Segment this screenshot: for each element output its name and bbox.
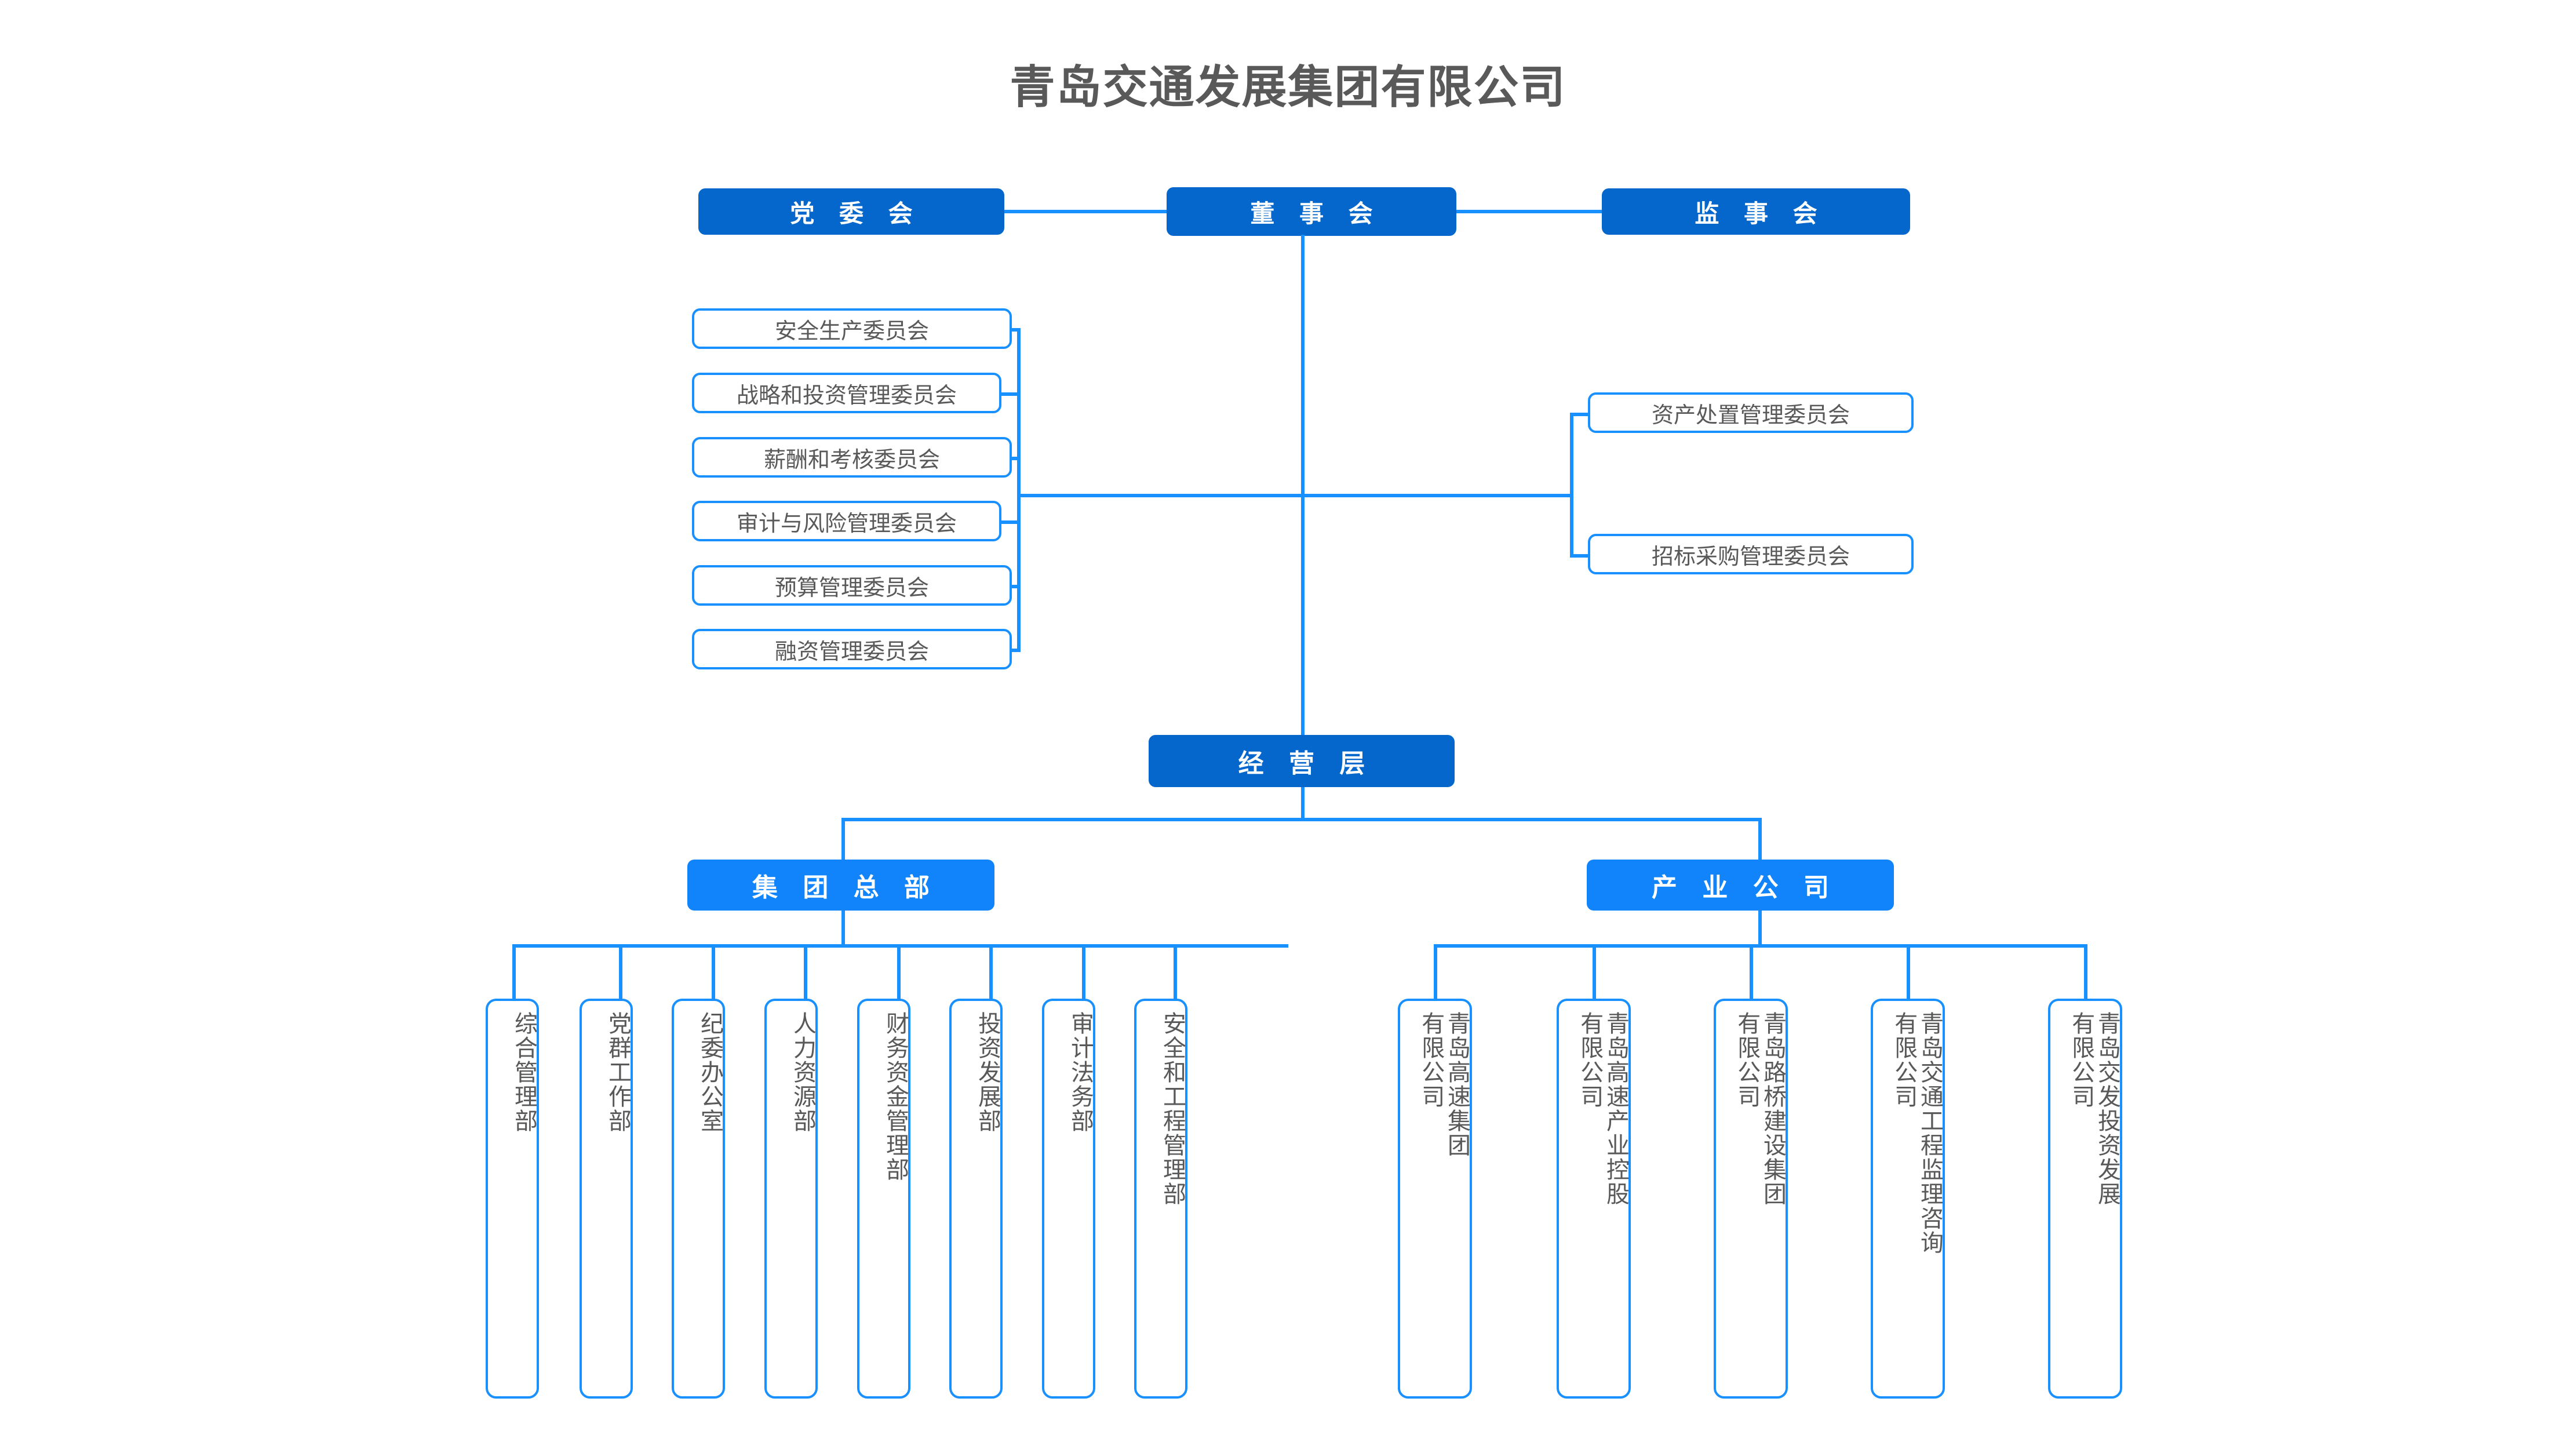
- company-label-3-main: 青岛路桥建设集团: [1759, 1011, 1786, 1206]
- connector-party-to-board: [1004, 210, 1167, 213]
- committee-box-3[interactable]: 薪酬和考核委员会: [692, 437, 1012, 478]
- node-group-headquarters-label: 集 团 总 部: [752, 873, 938, 902]
- department-box-5[interactable]: 财务资金管理部: [857, 999, 910, 1399]
- committee-box-2[interactable]: 战略和投资管理委员会: [692, 373, 1001, 413]
- department-drop-8: [1174, 944, 1177, 1002]
- department-label-5: 财务资金管理部: [882, 1011, 909, 1182]
- department-box-6[interactable]: 投资发展部: [949, 999, 1003, 1399]
- committee-box-5[interactable]: 预算管理委员会: [692, 565, 1012, 606]
- company-box-2[interactable]: 青岛高速产业控股 有限公司: [1557, 999, 1631, 1399]
- department-drop-6: [989, 944, 993, 1002]
- committee-label-1: 安全生产委员会: [774, 318, 929, 344]
- department-label-2: 党群工作部: [604, 1011, 631, 1133]
- drop-to-industry: [1758, 818, 1762, 863]
- company-label-1-suffix: 有限公司: [1418, 1011, 1445, 1109]
- company-box-5[interactable]: 青岛交发投资发展 有限公司: [2048, 999, 2122, 1399]
- company-box-3[interactable]: 青岛路桥建设集团 有限公司: [1714, 999, 1788, 1399]
- company-label-5-suffix: 有限公司: [2068, 1011, 2095, 1109]
- department-label-6: 投资发展部: [974, 1011, 1001, 1133]
- department-drop-4: [804, 944, 807, 1002]
- department-drop-5: [897, 944, 901, 1002]
- node-board-of-directors[interactable]: 董 事 会: [1167, 187, 1456, 236]
- node-management-layer-label: 经 营 层: [1238, 749, 1373, 778]
- node-industry-companies[interactable]: 产 业 公 司: [1587, 860, 1894, 911]
- committee-label-6: 融资管理委员会: [774, 638, 929, 664]
- left-committee-stub-5: [1012, 585, 1021, 588]
- left-committee-stub-1: [1012, 328, 1021, 332]
- committee-label-3: 薪酬和考核委员会: [763, 446, 940, 472]
- department-label-4: 人力资源部: [789, 1011, 816, 1133]
- node-group-headquarters[interactable]: 集 团 总 部: [687, 860, 994, 911]
- right-committee-stub-1: [1570, 413, 1591, 416]
- node-supervisory-board[interactable]: 监 事 会: [1602, 188, 1910, 235]
- company-label-4-suffix: 有限公司: [1890, 1011, 1918, 1109]
- committee-box-4[interactable]: 审计与风险管理委员会: [692, 501, 1001, 541]
- node-management-layer[interactable]: 经 营 层: [1149, 735, 1455, 787]
- headquarters-stem: [841, 911, 845, 946]
- right-committee-stub-2: [1570, 554, 1591, 558]
- department-box-7[interactable]: 审计法务部: [1042, 999, 1095, 1399]
- page-title: 青岛交通发展集团有限公司: [1010, 61, 1566, 114]
- department-drop-7: [1082, 944, 1085, 1002]
- trunk-board-to-management: [1301, 235, 1305, 736]
- trunk-management-down: [1301, 787, 1305, 819]
- left-committee-stub-3: [1012, 457, 1021, 460]
- company-label-1-main: 青岛高速集团: [1444, 1011, 1470, 1157]
- node-party-committee[interactable]: 党 委 会: [698, 188, 1004, 235]
- company-drop-5: [2084, 944, 2087, 1002]
- committee-label-2: 战略和投资管理委员会: [736, 382, 957, 408]
- committee-box-1[interactable]: 安全生产委员会: [692, 308, 1012, 349]
- right-committee-spine: [1570, 413, 1573, 558]
- department-label-3: 纪委办公室: [697, 1011, 723, 1133]
- department-box-1[interactable]: 综合管理部: [486, 999, 539, 1399]
- department-label-7: 审计法务部: [1067, 1011, 1094, 1133]
- node-party-committee-label: 党 委 会: [790, 199, 921, 228]
- department-drop-1: [512, 944, 516, 1002]
- company-label-2-main: 青岛高速产业控股: [1602, 1011, 1629, 1206]
- committee-label-procurement: 招标采购管理委员会: [1651, 543, 1850, 569]
- department-label-8: 安全和工程管理部: [1159, 1011, 1186, 1206]
- company-label-5-main: 青岛交发投资发展: [2094, 1011, 2120, 1206]
- company-drop-2: [1593, 944, 1596, 1002]
- committee-label-4: 审计与风险管理委员会: [736, 510, 957, 536]
- branch-split-bar: [841, 818, 1762, 821]
- left-committee-stub-2: [1001, 392, 1021, 396]
- committee-label-asset-disposal: 资产处置管理委员会: [1651, 402, 1850, 428]
- left-committee-spine: [1017, 328, 1021, 650]
- node-board-of-directors-label: 董 事 会: [1250, 199, 1381, 228]
- department-drop-2: [619, 944, 622, 1002]
- left-committee-stub-6: [1012, 649, 1021, 652]
- left-committee-stub-4: [1001, 520, 1021, 524]
- committee-box-6[interactable]: 融资管理委员会: [692, 629, 1012, 669]
- company-bus: [1434, 944, 2087, 948]
- committee-label-5: 预算管理委员会: [774, 574, 929, 600]
- company-label-4-main: 青岛交通工程监理咨询: [1916, 1011, 1943, 1255]
- committee-box-procurement[interactable]: 招标采购管理委员会: [1588, 534, 1914, 574]
- company-drop-4: [1907, 944, 1910, 1002]
- department-box-4[interactable]: 人力资源部: [764, 999, 818, 1399]
- department-box-3[interactable]: 纪委办公室: [672, 999, 725, 1399]
- node-supervisory-board-label: 监 事 会: [1695, 199, 1826, 228]
- company-box-1[interactable]: 青岛高速集团 有限公司: [1398, 999, 1472, 1399]
- company-drop-3: [1750, 944, 1753, 1002]
- drop-to-headquarters: [841, 818, 845, 863]
- industry-stem: [1758, 911, 1762, 946]
- department-box-8[interactable]: 安全和工程管理部: [1134, 999, 1187, 1399]
- company-drop-1: [1434, 944, 1437, 1002]
- committee-box-asset-disposal[interactable]: 资产处置管理委员会: [1588, 392, 1914, 433]
- node-industry-companies-label: 产 业 公 司: [1652, 873, 1837, 902]
- company-label-3-suffix: 有限公司: [1733, 1011, 1761, 1109]
- department-label-1: 综合管理部: [511, 1011, 537, 1133]
- department-box-2[interactable]: 党群工作部: [580, 999, 633, 1399]
- committee-crossbar: [1017, 494, 1573, 497]
- connector-board-to-supervisory: [1456, 210, 1602, 213]
- company-box-4[interactable]: 青岛交通工程监理咨询 有限公司: [1871, 999, 1945, 1399]
- company-label-2-suffix: 有限公司: [1576, 1011, 1604, 1109]
- department-drop-3: [712, 944, 715, 1002]
